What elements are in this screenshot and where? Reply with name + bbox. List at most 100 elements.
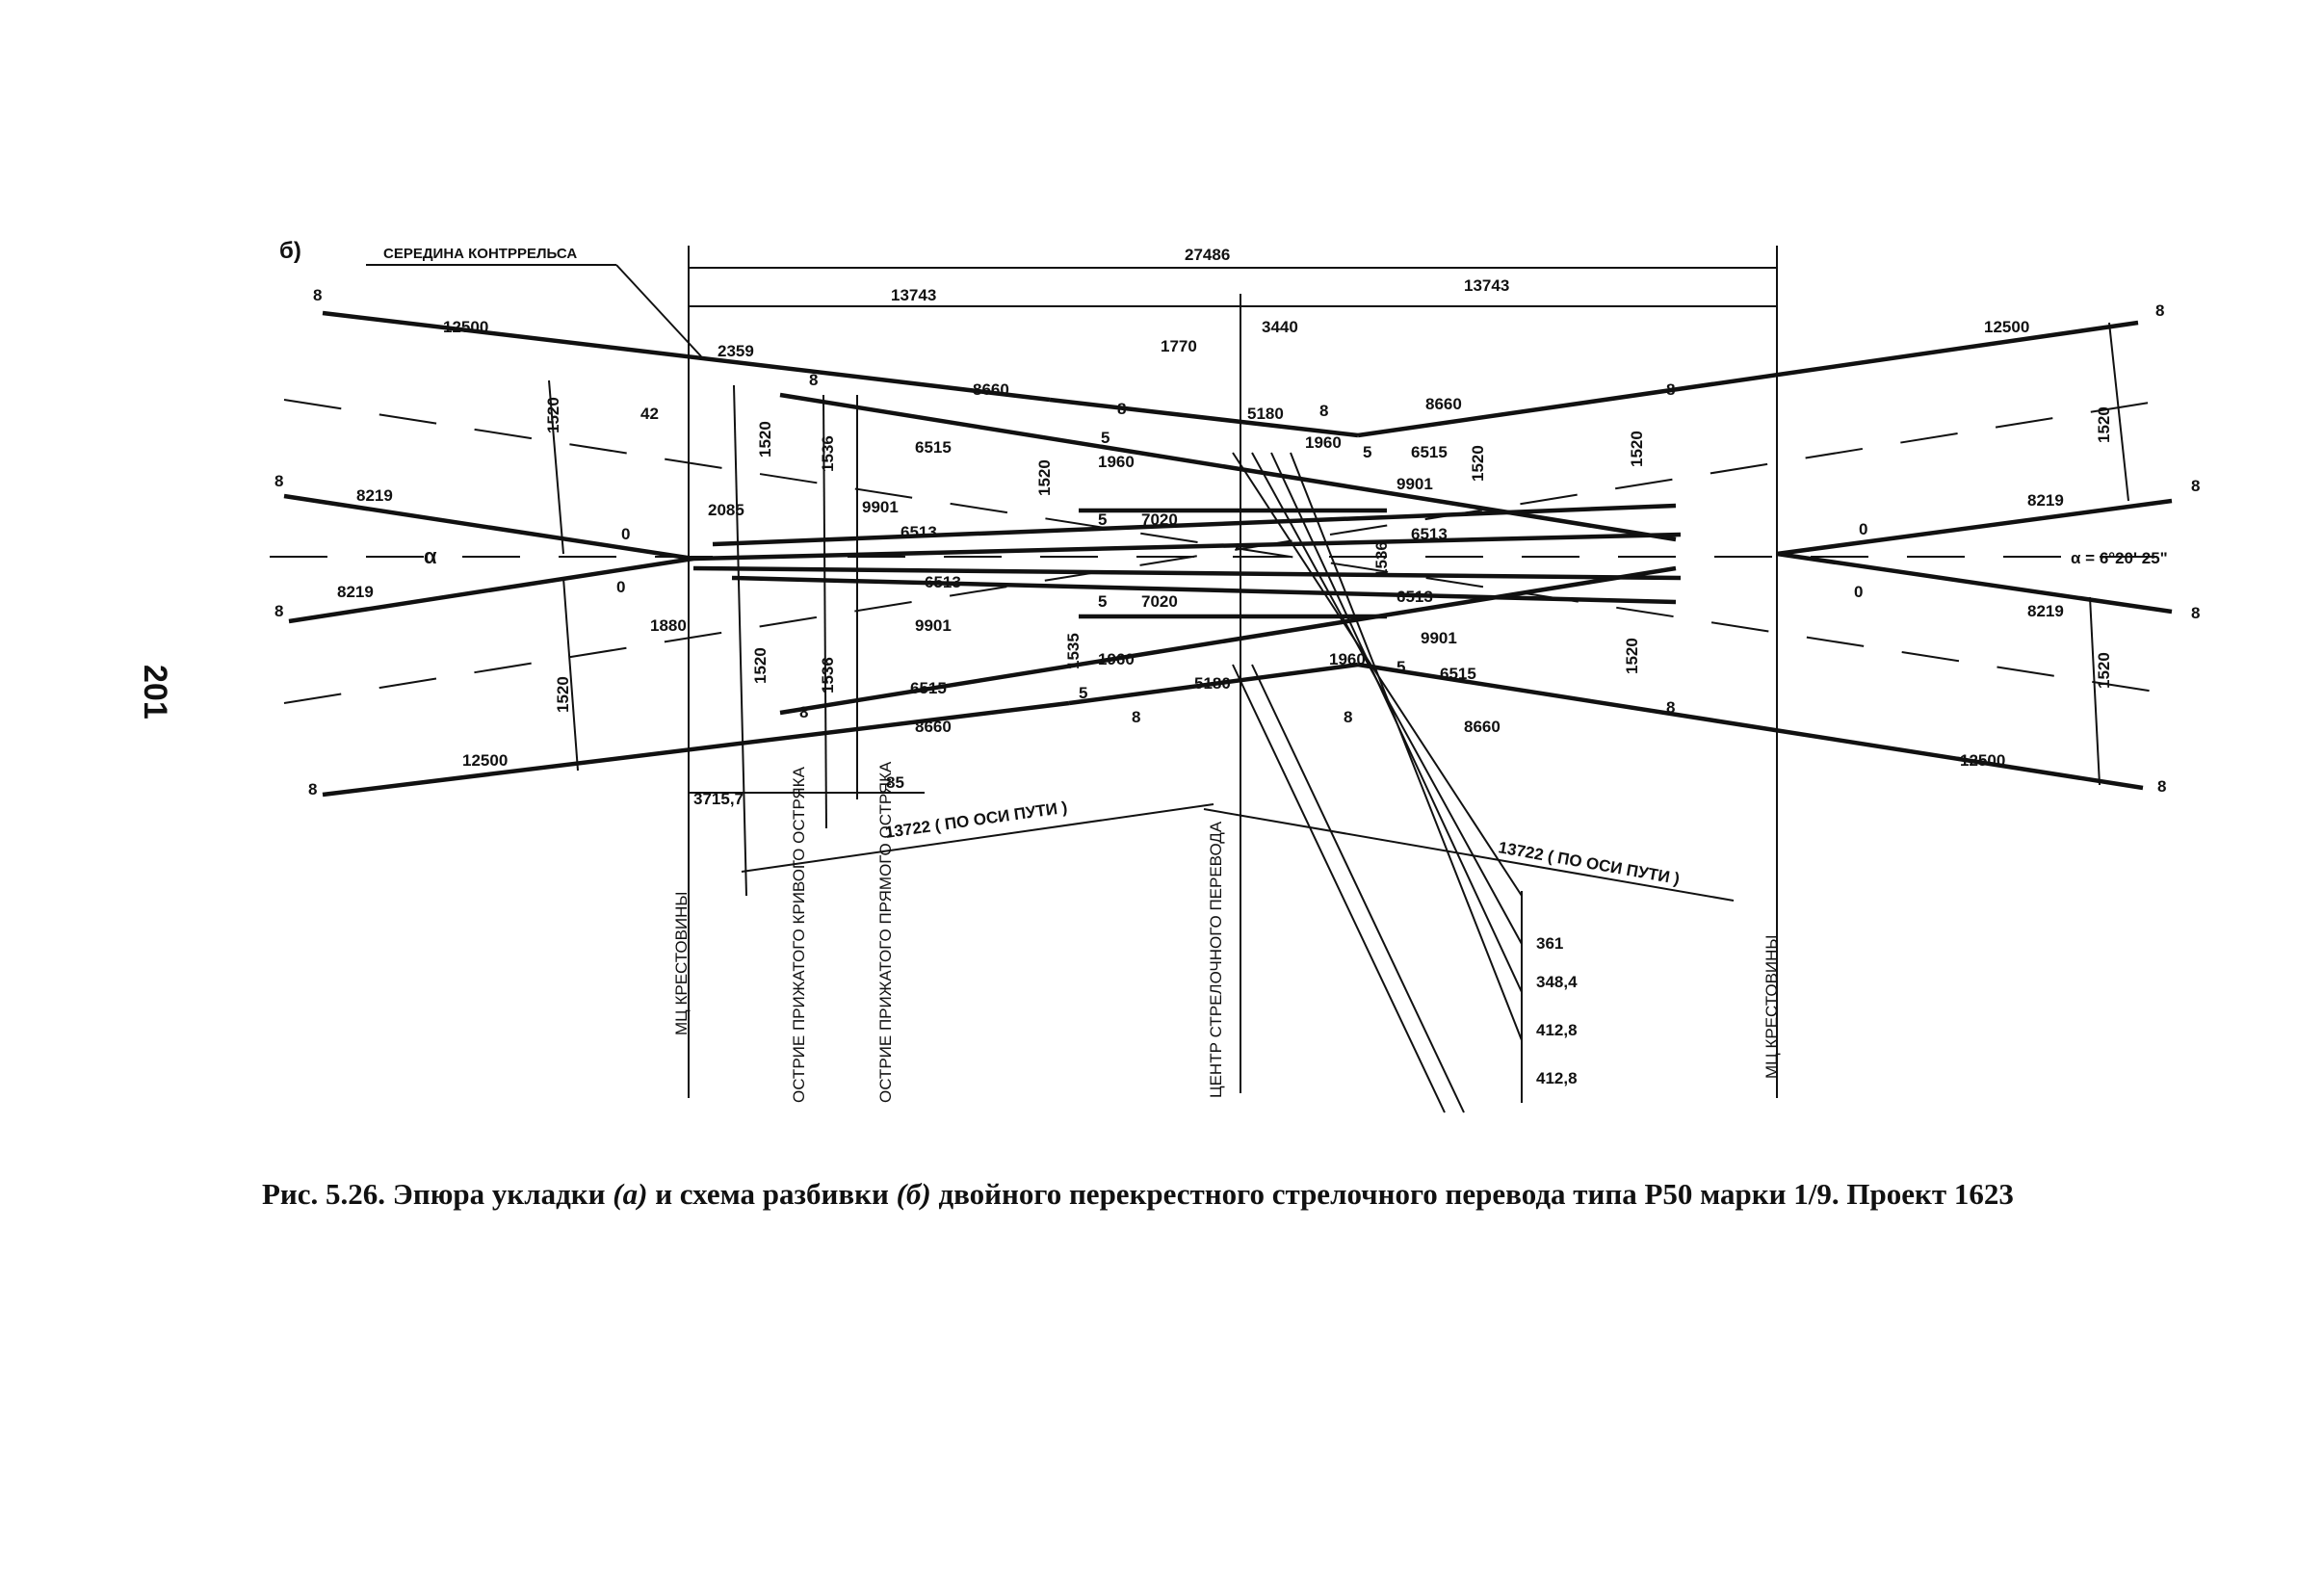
mark-8-b: 8 — [1117, 400, 1126, 418]
rail-bottom-left — [322, 700, 1070, 798]
dim-1520-r4: 1520 — [2095, 652, 2113, 689]
dim-1520-l4: 1520 — [751, 647, 770, 684]
rail-diag-1 — [779, 392, 1677, 542]
rail-mid-left-upper — [283, 493, 694, 562]
dim-1520-l3: 1520 — [554, 676, 572, 713]
mark-5-c: 5 — [1098, 510, 1107, 529]
mark-5-e: 5 — [1079, 684, 1087, 702]
dim-1520-r3: 1520 — [2095, 406, 2113, 443]
figure-caption: Рис. 5.26. Эпюра укладки (а) и схема раз… — [262, 1177, 2246, 1212]
leader-diagonal — [615, 264, 702, 357]
rail-cross-d — [731, 575, 1677, 605]
dim-3440: 3440 — [1262, 318, 1298, 336]
dim-1960-2: 1960 — [1305, 433, 1342, 452]
dim-1536-1: 1536 — [819, 435, 837, 472]
rail-mid-right-lower — [1776, 551, 2173, 615]
dim-8219-r1: 8219 — [2027, 491, 2064, 510]
dim-6515-4: 6515 — [1440, 665, 1476, 683]
dim-42: 42 — [640, 405, 659, 423]
rail-bottom-right — [1357, 662, 2144, 791]
dim-1536-3: 1536 — [1372, 541, 1391, 578]
stake-5 — [1251, 664, 1465, 1113]
dim-1520-l2: 1520 — [756, 421, 774, 458]
rail-mid-left-lower — [288, 556, 694, 624]
dim-8219-r2: 8219 — [2027, 602, 2064, 620]
mark-8-tl: 8 — [313, 286, 322, 304]
dim-12500-bl: 12500 — [462, 751, 508, 770]
label-curved-point: ОСТРИЕ ПРИЖАТОГО КРИВОГО ОСТРЯКА — [790, 766, 808, 1103]
label-frog-right: МЦ КРЕСТОВИНЫ — [1762, 935, 1781, 1079]
mark-8-e: 8 — [799, 703, 808, 721]
gauge-left-bottom — [562, 577, 579, 772]
axis-diag-1 — [283, 399, 2168, 694]
label-switch-center: ЦЕНТР СТРЕЛОЧНОГО ПЕРЕВОДА — [1207, 821, 1225, 1098]
mark-8-mr2: 8 — [2191, 604, 2200, 622]
dim-total: 27486 — [1185, 246, 1230, 264]
dim-85: 85 — [886, 773, 904, 792]
stake-412a: 412,8 — [1536, 1021, 1578, 1039]
dim-8660-bl: 8660 — [915, 718, 952, 736]
mark-5-d: 5 — [1098, 592, 1107, 611]
dim-6515-3: 6515 — [910, 679, 947, 697]
dim-9901-1: 9901 — [862, 498, 899, 516]
stake-348: 348,4 — [1536, 973, 1578, 991]
axis-label-left: 13722 ( ПО ОСИ ПУТИ ) — [884, 798, 1069, 842]
label-frog-left: МЦ КРЕСТОВИНЫ — [672, 892, 691, 1035]
dim-1880: 1880 — [650, 616, 687, 635]
dim-8660-br: 8660 — [1464, 718, 1501, 736]
mark-5-f: 5 — [1396, 658, 1405, 676]
dim-12500-tr: 12500 — [1984, 318, 2029, 336]
dim-9901-3: 9901 — [915, 616, 952, 635]
mark-8-bl: 8 — [308, 780, 317, 798]
caption-prefix: Рис. 5.26. Эпюра укладки — [262, 1177, 613, 1211]
mark-8-f: 8 — [1132, 708, 1140, 726]
mark-8-br: 8 — [2157, 777, 2166, 796]
stake-4 — [1290, 452, 1523, 1041]
dim-1520-r1: 1520 — [1628, 431, 1646, 467]
stake-6 — [1232, 664, 1446, 1113]
axis-dim-right — [1203, 808, 1735, 902]
rail-top-left — [322, 310, 1051, 403]
dim-9901-4: 9901 — [1421, 629, 1457, 647]
dim-8660-tr: 8660 — [1425, 395, 1462, 413]
angle-left: α — [424, 544, 437, 568]
dim-1535: 1535 — [1064, 633, 1083, 669]
caption-middle: и схема разбивки — [647, 1177, 897, 1211]
angle-right: α = 6°20' 25" — [2071, 549, 2168, 567]
caption-suffix: двойного перекрестного стрелочного перев… — [930, 1177, 2014, 1211]
mark-1536-line — [822, 394, 827, 829]
dim-6513-3: 6513 — [925, 573, 961, 591]
dim-7020-2: 7020 — [1141, 592, 1178, 611]
mark-8-ml2: 8 — [274, 602, 283, 620]
stake-412b: 412,8 — [1536, 1069, 1578, 1087]
mark-8-ml: 8 — [274, 472, 283, 490]
dim-2359: 2359 — [718, 342, 754, 360]
dim-1520-r2: 1520 — [1623, 638, 1641, 674]
dim-7020-1: 7020 — [1141, 510, 1178, 529]
dim-6515-1: 6515 — [915, 438, 952, 457]
rail-top-right — [1357, 320, 2139, 438]
dim-1960-3: 1960 — [1098, 650, 1135, 668]
caption-b: (б) — [896, 1177, 931, 1211]
gauge-right-bottom — [2089, 596, 2101, 786]
rail-bottom-mid — [1068, 662, 1359, 706]
dim-8660-tl: 8660 — [973, 380, 1009, 399]
dim-0-r2: 0 — [1854, 583, 1863, 601]
dim-12500-tl: 12500 — [443, 318, 488, 336]
gauge-left-top — [548, 379, 564, 555]
dim-6513-2: 6513 — [1411, 525, 1448, 543]
dim-0-r1: 0 — [1859, 520, 1867, 538]
gauge-right-top — [2108, 322, 2129, 502]
dim-2085: 2085 — [708, 501, 744, 519]
dim-12500-br: 12500 — [1960, 751, 2005, 770]
dim-9901-2: 9901 — [1396, 475, 1433, 493]
dim-1520-l1: 1520 — [544, 397, 562, 433]
dim-1536-2: 1536 — [819, 657, 837, 693]
axis-dim-left — [741, 803, 1214, 873]
mark-8-h: 8 — [1666, 698, 1675, 717]
axis-label-right: 13722 ( ПО ОСИ ПУТИ ) — [1497, 838, 1681, 888]
dim-0-l1: 0 — [621, 525, 630, 543]
rail-mid-right-upper — [1776, 498, 2173, 557]
